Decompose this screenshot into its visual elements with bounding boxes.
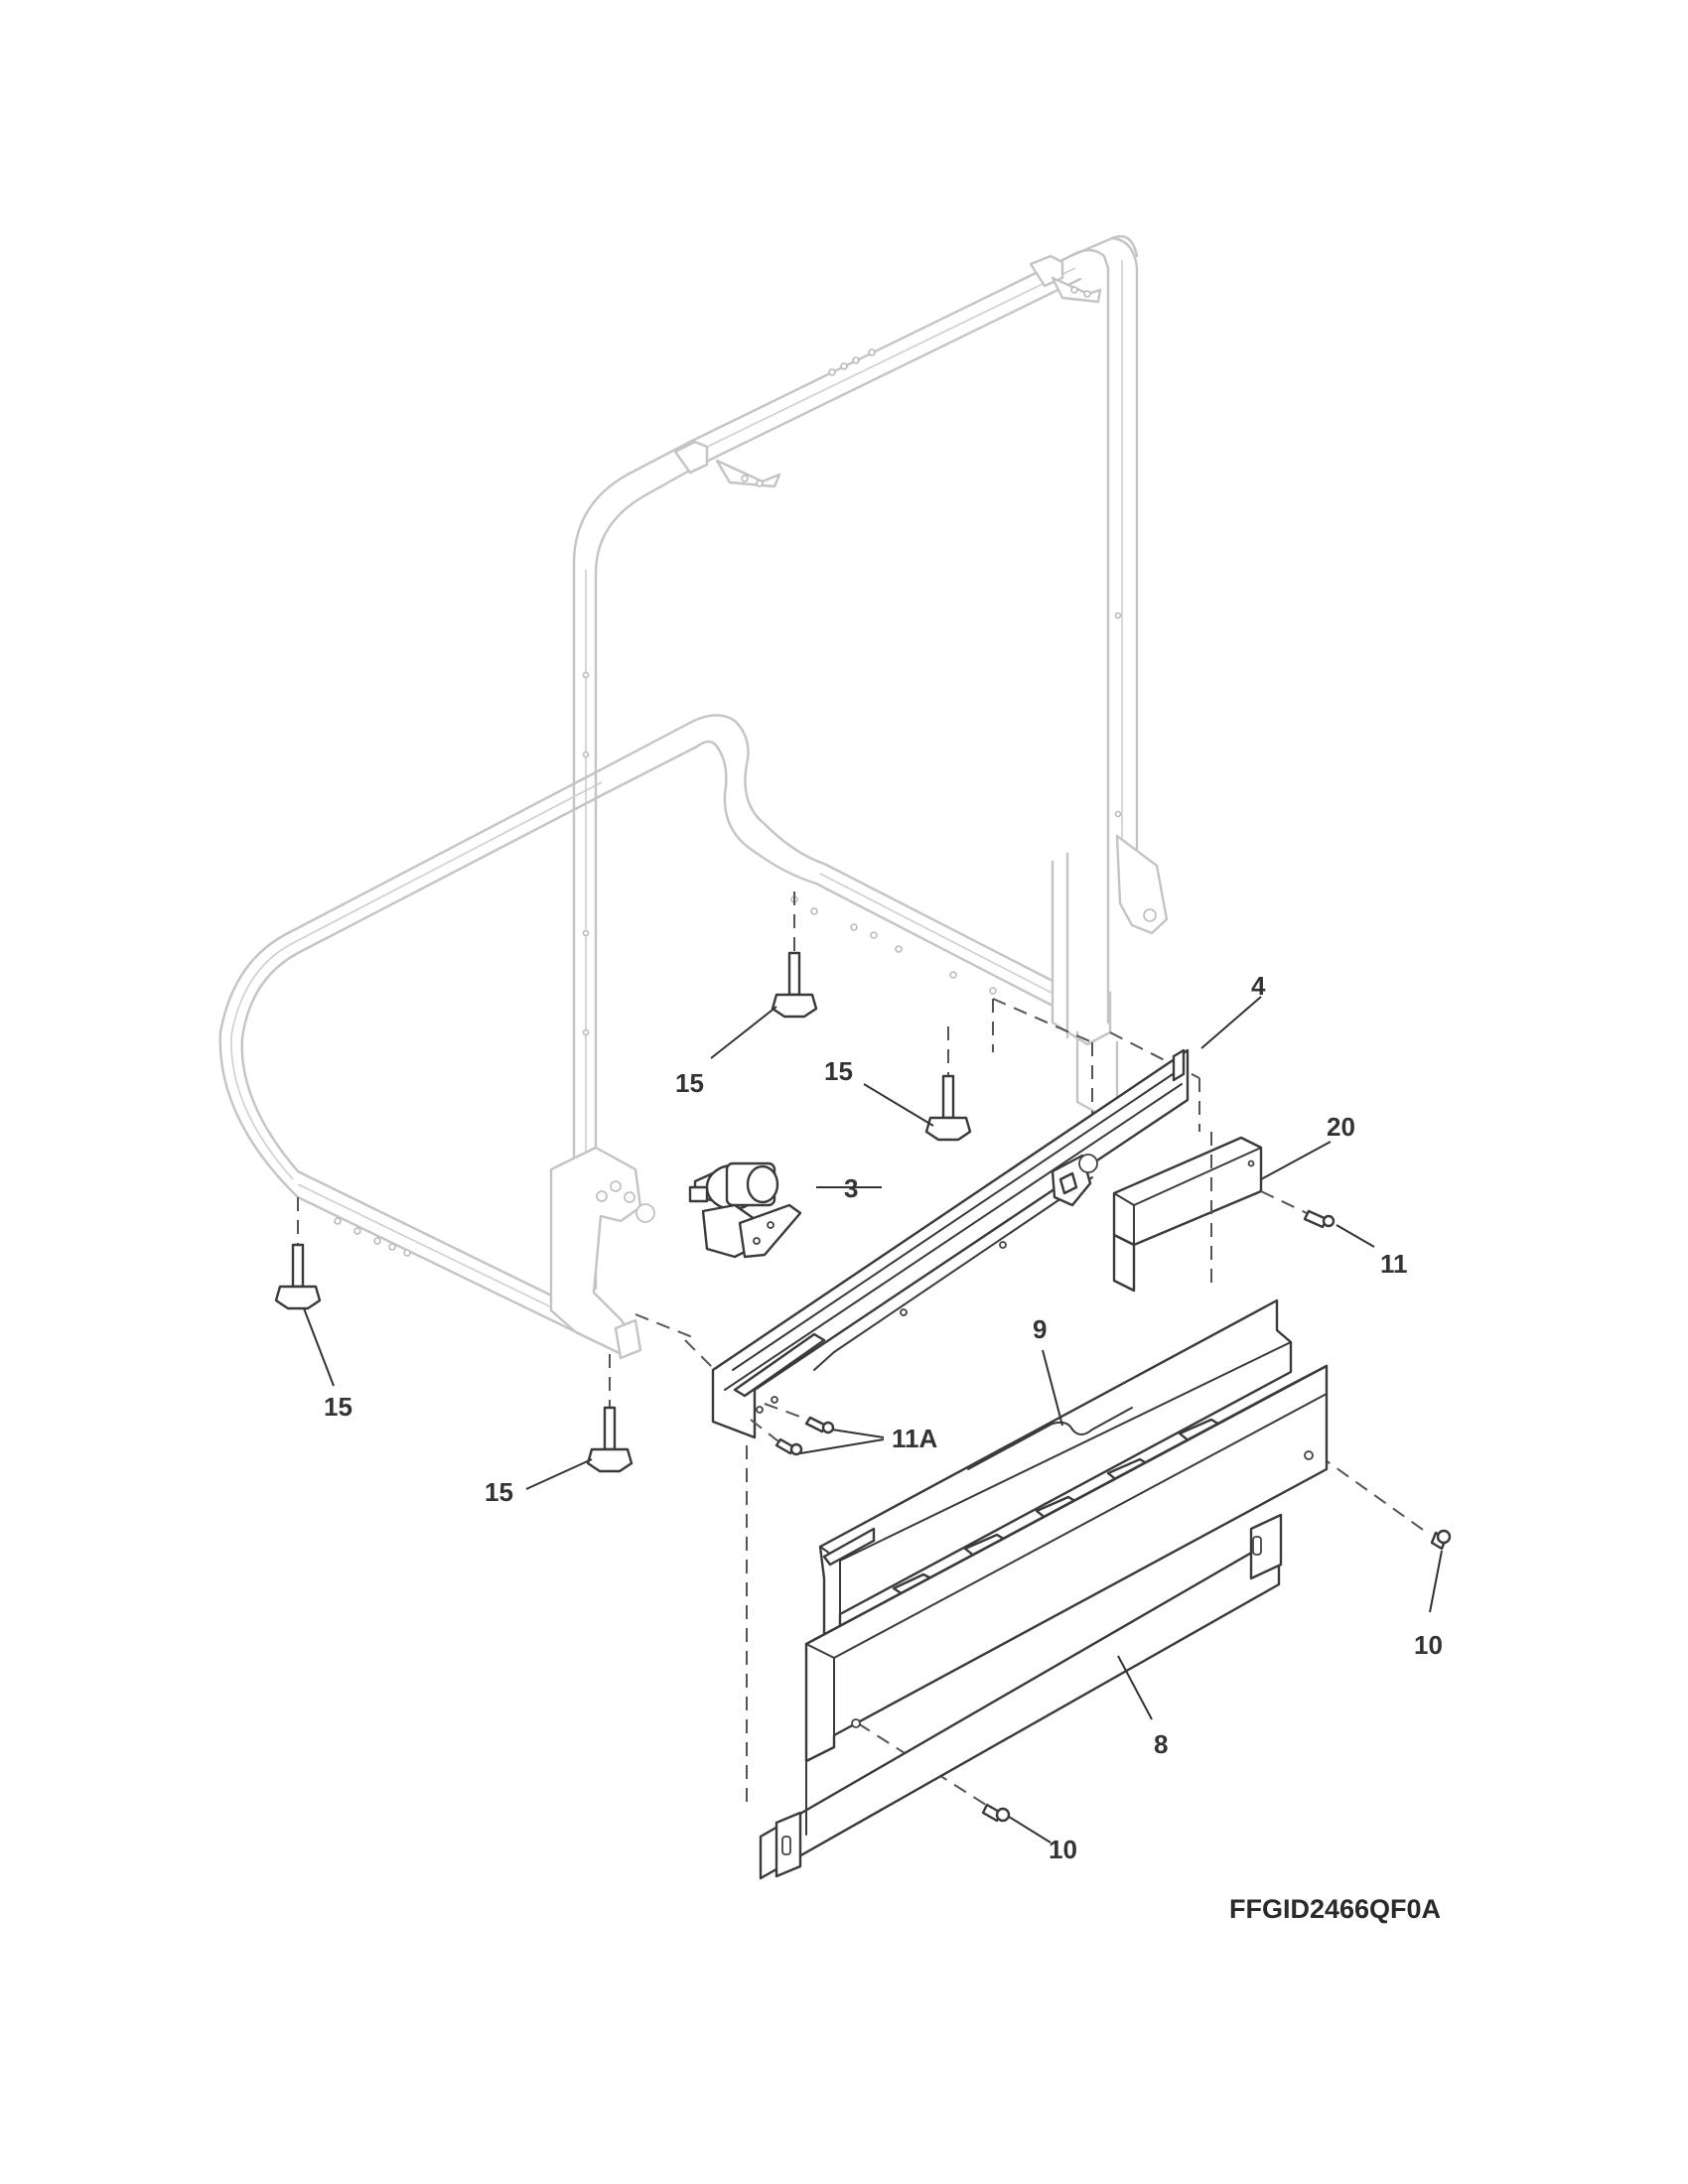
screw-11 — [1260, 1190, 1336, 1229]
callout-4: 4 — [1251, 971, 1266, 1001]
front-support-rail — [634, 998, 1200, 1439]
callout-15-rear-left: 15 — [675, 1068, 704, 1098]
water-inlet-valve — [688, 1161, 802, 1259]
leveling-leg-rear-right — [924, 1026, 972, 1142]
callout-15-front-left: 15 — [324, 1392, 352, 1422]
callout-9: 9 — [1033, 1314, 1047, 1344]
callout-20: 20 — [1327, 1112, 1355, 1142]
callout-15-front-right: 15 — [485, 1477, 513, 1507]
leveling-leg-front-right — [586, 1354, 633, 1473]
callout-10-bottom: 10 — [1049, 1835, 1077, 1864]
callout-15-rear-right: 15 — [824, 1056, 853, 1086]
leveling-leg-front-left — [274, 1197, 322, 1310]
screw-11a-upper — [764, 1403, 835, 1434]
callout-10-right: 10 — [1414, 1630, 1443, 1660]
callout-11: 11 — [1380, 1249, 1408, 1279]
screw-10-right — [1318, 1454, 1452, 1551]
toe-kick-panel — [746, 1364, 1329, 1880]
callout-8: 8 — [1154, 1729, 1168, 1759]
leader-lines — [303, 996, 1443, 1843]
screw-11a-lower — [750, 1419, 803, 1456]
callout-11a: 11A — [892, 1424, 937, 1453]
callout-3: 3 — [844, 1173, 858, 1203]
leveling-leg-rear-left — [771, 891, 818, 1019]
junction-box-cover — [1112, 1136, 1263, 1293]
dishwasher-frame — [218, 234, 1169, 1360]
callout-labels: 15 15 4 20 3 11 9 15 11A 15 10 8 10 — [324, 971, 1443, 1864]
model-number: FFGID2466QF0A — [1229, 1894, 1441, 1924]
